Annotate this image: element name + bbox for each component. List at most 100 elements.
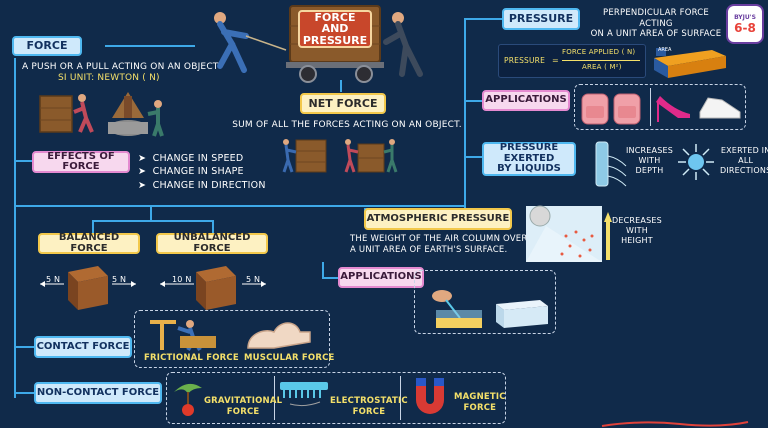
atmospheric-label: Atmospheric pressure xyxy=(366,212,510,224)
push-pull-illustration xyxy=(39,92,164,137)
atmo-note-line3: height xyxy=(621,236,653,245)
connector-balanced-drop xyxy=(92,220,94,234)
connector-atmo-app-h xyxy=(322,277,338,279)
effects-item-text: Change in shape xyxy=(152,166,244,178)
formula-denominator: Area ( M²) xyxy=(582,63,622,71)
balanced-left-value: 5 N xyxy=(46,275,61,284)
atmospheric-note: Decreases with height xyxy=(612,216,662,246)
magnetic-line2: force xyxy=(463,402,497,413)
connector-split-stem xyxy=(150,207,152,221)
effects-of-force-box: Effects of force xyxy=(32,151,130,173)
area-block-illustration: Area xyxy=(650,44,730,80)
panel-divider xyxy=(650,88,651,126)
net-force-label: Net force xyxy=(308,96,378,110)
frictional-force-illustration xyxy=(150,320,216,352)
title-line1: Force and xyxy=(314,10,356,36)
depth-line3: depth xyxy=(635,166,664,175)
connector-noncontact xyxy=(14,392,36,394)
liquid-note-directions: Exerted in all directions xyxy=(720,146,768,176)
connector-contact xyxy=(14,346,36,348)
connector-balanced-split xyxy=(92,220,212,222)
non-contact-label: Non-contact force xyxy=(36,386,160,398)
panel-divider xyxy=(400,376,401,420)
non-contact-force-box: Non-contact force xyxy=(34,382,162,404)
magnetic-line1: Magnetic xyxy=(454,392,506,402)
atmospheric-def-line2: a unit area of Earth's surface. xyxy=(350,244,508,255)
atmosphere-column-illustration xyxy=(526,205,602,262)
contact-examples-panel xyxy=(134,310,330,368)
up-arrow-icon xyxy=(604,212,612,260)
magnet-icon xyxy=(416,378,444,414)
gravitational-line2: force xyxy=(226,406,260,417)
net-force-illustration xyxy=(282,139,398,173)
effects-item: ➤ Change in shape xyxy=(138,166,244,178)
connector-unbalanced-drop xyxy=(212,220,214,234)
atmo-note-line2: with xyxy=(625,226,648,235)
grade-label: 6-8 xyxy=(734,20,756,35)
atmospheric-applications-panel xyxy=(414,270,556,334)
title-box: Force and pressure xyxy=(298,10,372,48)
frictional-force-label: Frictional force xyxy=(144,353,239,363)
liquid-note-depth: Increases with depth xyxy=(626,146,673,176)
net-force-definition: Sum of all the forces acting on an objec… xyxy=(232,120,462,130)
pushing-person-illustration xyxy=(383,12,423,77)
liquid-pressure-line1: Pressure exerted xyxy=(499,142,559,164)
all-directions-icon xyxy=(678,144,714,180)
connector-right-trunk xyxy=(464,18,466,210)
formula-panel xyxy=(498,44,646,78)
annotation-squiggle xyxy=(601,421,749,427)
contact-force-box: Contact force xyxy=(34,336,132,358)
atmo-note-line1: Decreases xyxy=(612,216,662,225)
force-definition: A push or a pull acting on an object xyxy=(22,62,219,72)
depth-line1: Increases xyxy=(626,146,674,155)
directions-line2: all xyxy=(738,156,754,165)
pressure-label: Pressure xyxy=(508,12,574,26)
pressure-applications-label: Applications xyxy=(485,94,567,106)
unbalanced-force-box: Unbalanced force xyxy=(156,232,268,254)
non-contact-examples-panel xyxy=(166,372,506,424)
formula-lhs: Pressure xyxy=(504,56,546,65)
pressure-applications-panel xyxy=(574,84,746,130)
muscular-force-label: Muscular force xyxy=(244,353,335,363)
balanced-right-value: 5 N xyxy=(112,275,127,284)
atmospheric-definition: The weight of the air column over a unit… xyxy=(350,234,527,255)
depth-line2: with xyxy=(638,156,661,165)
balanced-label: Balanced force xyxy=(58,232,120,254)
connector-left-trunk xyxy=(14,58,16,398)
net-force-box: Net force xyxy=(300,93,386,114)
brand-badge: BYJU'S 6-8 xyxy=(726,4,764,44)
contact-label: Contact force xyxy=(36,340,130,352)
muscular-force-illustration xyxy=(247,322,311,349)
connector-effects xyxy=(14,160,34,162)
atmospheric-def-line1: The weight of the air column over xyxy=(350,234,528,244)
formula-equals: = xyxy=(552,56,559,65)
magnetic-force-label: Magnetic force xyxy=(454,392,506,413)
balanced-force-box: Balanced force xyxy=(38,232,140,254)
pressure-definition: Perpendicular Force acting on a unit are… xyxy=(586,8,726,40)
effects-label: Effects of force xyxy=(47,150,115,172)
formula-fraction-bar xyxy=(562,60,640,61)
water-bottle-icon xyxy=(595,141,627,187)
connector-force-top xyxy=(105,45,195,47)
unbalanced-left-value: 10 N xyxy=(172,275,192,284)
electrostatic-line2: force xyxy=(352,406,386,417)
sneaker-icon xyxy=(699,97,741,119)
area-block-icon xyxy=(654,48,726,78)
directions-line1: Exerted in xyxy=(720,146,768,155)
atmospheric-applications-label: Applications xyxy=(340,271,422,283)
connector-liquids xyxy=(464,156,482,158)
connector-applications xyxy=(464,100,482,102)
effects-item-text: Change in speed xyxy=(152,153,244,164)
connector-mid-bar xyxy=(14,205,466,207)
unbalanced-label: Unbalanced force xyxy=(173,232,251,254)
area-label: Area xyxy=(658,47,672,53)
pressure-definition-line2: on a unit area of surface xyxy=(590,29,722,40)
balanced-crate-illustration xyxy=(40,266,136,310)
title-line2: pressure xyxy=(302,33,368,47)
pulling-person-illustration xyxy=(214,12,287,73)
apple-tree-icon xyxy=(174,383,202,416)
brand-name: BYJU'S xyxy=(734,13,756,21)
force-si-unit: SI unit: Newton ( N) xyxy=(58,73,160,83)
electrostatic-force-label: Electrostatic force xyxy=(330,396,408,417)
